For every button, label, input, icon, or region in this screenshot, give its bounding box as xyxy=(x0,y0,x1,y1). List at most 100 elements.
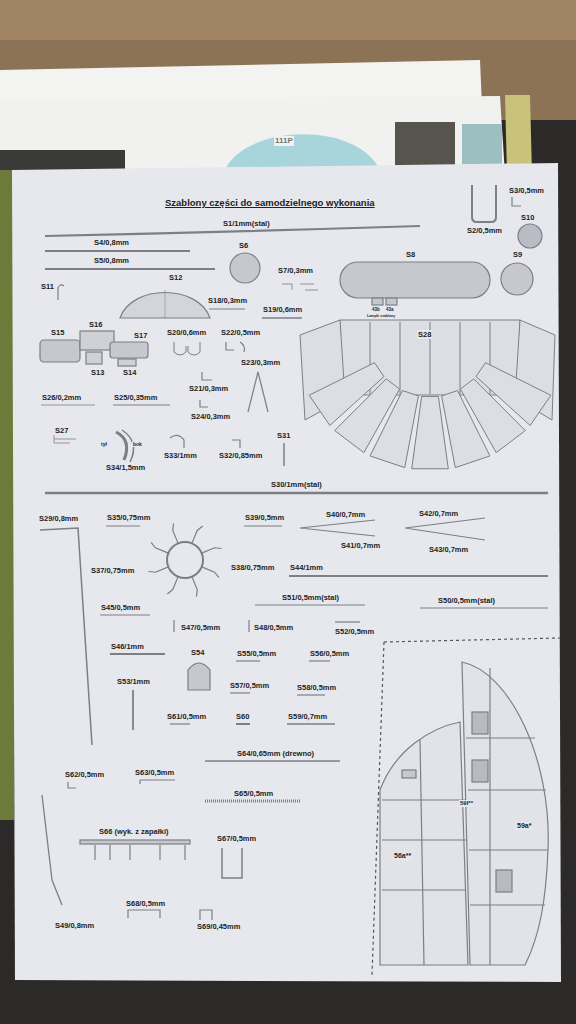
part-outline xyxy=(282,284,318,290)
s28-outline xyxy=(309,363,384,426)
part-outline xyxy=(80,331,114,350)
part-label: 59a* xyxy=(516,822,532,830)
part-label: S45/0,5mm xyxy=(100,603,141,612)
part-label: Lampki szablony xyxy=(366,314,396,318)
part-outline xyxy=(80,840,190,844)
part-label: S12 xyxy=(168,273,183,282)
tail-template xyxy=(496,870,512,892)
part-outline xyxy=(68,782,76,788)
part-label: S61/0,5mm xyxy=(166,712,207,721)
photo-background xyxy=(0,170,14,820)
part-label: bok xyxy=(132,441,143,447)
photo-background xyxy=(505,95,532,175)
tail-template xyxy=(372,638,560,975)
part-outline xyxy=(40,340,80,362)
part-outline xyxy=(262,317,302,319)
part-outline xyxy=(232,440,240,448)
part-outline xyxy=(106,525,140,526)
part-label: S4/0,8mm xyxy=(93,238,130,247)
part-outline xyxy=(300,520,375,536)
part-outline xyxy=(248,620,249,632)
part-label: S24/0,3mm xyxy=(190,412,231,421)
part-label: S58/0,5mm xyxy=(296,683,337,692)
part-label: S7/0,3mm xyxy=(277,266,314,275)
part-label: S51/0,5mm(stal) xyxy=(281,593,340,602)
part-label: S66 (wyk. z zapałki) xyxy=(98,827,170,836)
s28-outline xyxy=(400,322,401,394)
part-outline xyxy=(110,653,165,655)
part-outline xyxy=(200,910,212,920)
part-label: S11 xyxy=(40,282,55,291)
part-label: 43b xyxy=(371,307,381,312)
part-outline xyxy=(205,800,300,803)
part-outline xyxy=(236,660,260,661)
part-outline xyxy=(165,290,166,318)
part-outline xyxy=(518,224,542,248)
part-label: S43/0,7mm xyxy=(428,545,469,554)
part-label: S44/1mm xyxy=(289,563,324,572)
paper-sheet xyxy=(12,163,561,982)
part-label: S29/0,8mm xyxy=(38,514,79,523)
part-label: S52/0,5mm xyxy=(334,627,375,636)
part-label: S69/0,45mm xyxy=(196,922,241,931)
part-label: S41/0,7mm xyxy=(340,541,381,550)
s37-outline xyxy=(167,577,178,594)
s37-outline xyxy=(202,567,219,578)
s37-outline xyxy=(173,523,178,543)
part-label: S20/0,6mm xyxy=(166,328,207,337)
part-label: S32/0,85mm xyxy=(218,451,263,460)
part-outline xyxy=(45,250,190,252)
part-outline xyxy=(58,285,64,300)
tail-template xyxy=(382,740,466,965)
part-label: S10 xyxy=(520,213,535,222)
part-outline xyxy=(113,404,170,405)
part-label: S55/0,5mm xyxy=(236,649,277,658)
tail-template xyxy=(462,662,548,965)
part-outline xyxy=(512,197,521,206)
part-outline xyxy=(405,518,485,540)
part-outline xyxy=(42,795,62,905)
part-label: S21/0,3mm xyxy=(188,384,229,393)
part-label: S46/1mm xyxy=(110,642,145,651)
part-outline xyxy=(230,253,260,283)
part-outline xyxy=(209,308,245,309)
part-outline xyxy=(95,845,185,860)
photo-background xyxy=(395,122,455,170)
part-outline xyxy=(230,692,250,693)
part-outline xyxy=(340,262,490,298)
part-label: S8 xyxy=(405,250,416,259)
tail-template xyxy=(472,760,488,782)
part-label: S33/1mm xyxy=(163,451,198,460)
s37-outline xyxy=(192,577,197,597)
part-label: 59l** xyxy=(459,800,474,807)
part-outline xyxy=(118,359,136,366)
part-label: S54 xyxy=(190,648,205,657)
tail-template xyxy=(402,770,416,778)
photo-background xyxy=(0,0,576,40)
part-outline xyxy=(309,660,330,661)
part-label: S47/0,5mm xyxy=(180,623,221,632)
part-outline xyxy=(170,723,190,724)
sheet-title: Szablony części do samodzielnego wykonan… xyxy=(165,197,375,208)
part-label: S31 xyxy=(276,431,291,440)
part-label: S2/0,5mm xyxy=(466,226,503,235)
part-label: S68/0,5mm xyxy=(125,899,166,908)
part-label: S17 xyxy=(133,331,148,340)
part-outline xyxy=(110,342,148,358)
part-outline xyxy=(200,400,208,407)
tail-template xyxy=(380,722,468,965)
part-outline xyxy=(244,525,282,526)
part-label: S59/0,7mm xyxy=(287,712,328,721)
part-outline xyxy=(226,342,245,352)
part-label: S30/1mm(stal) xyxy=(270,480,323,489)
tail-template xyxy=(372,638,560,975)
part-outline xyxy=(140,780,175,784)
part-label: 111P xyxy=(274,136,294,146)
s37-outline xyxy=(148,523,221,596)
part-label: S38/0,75mm xyxy=(230,563,275,572)
part-outline xyxy=(41,405,95,406)
